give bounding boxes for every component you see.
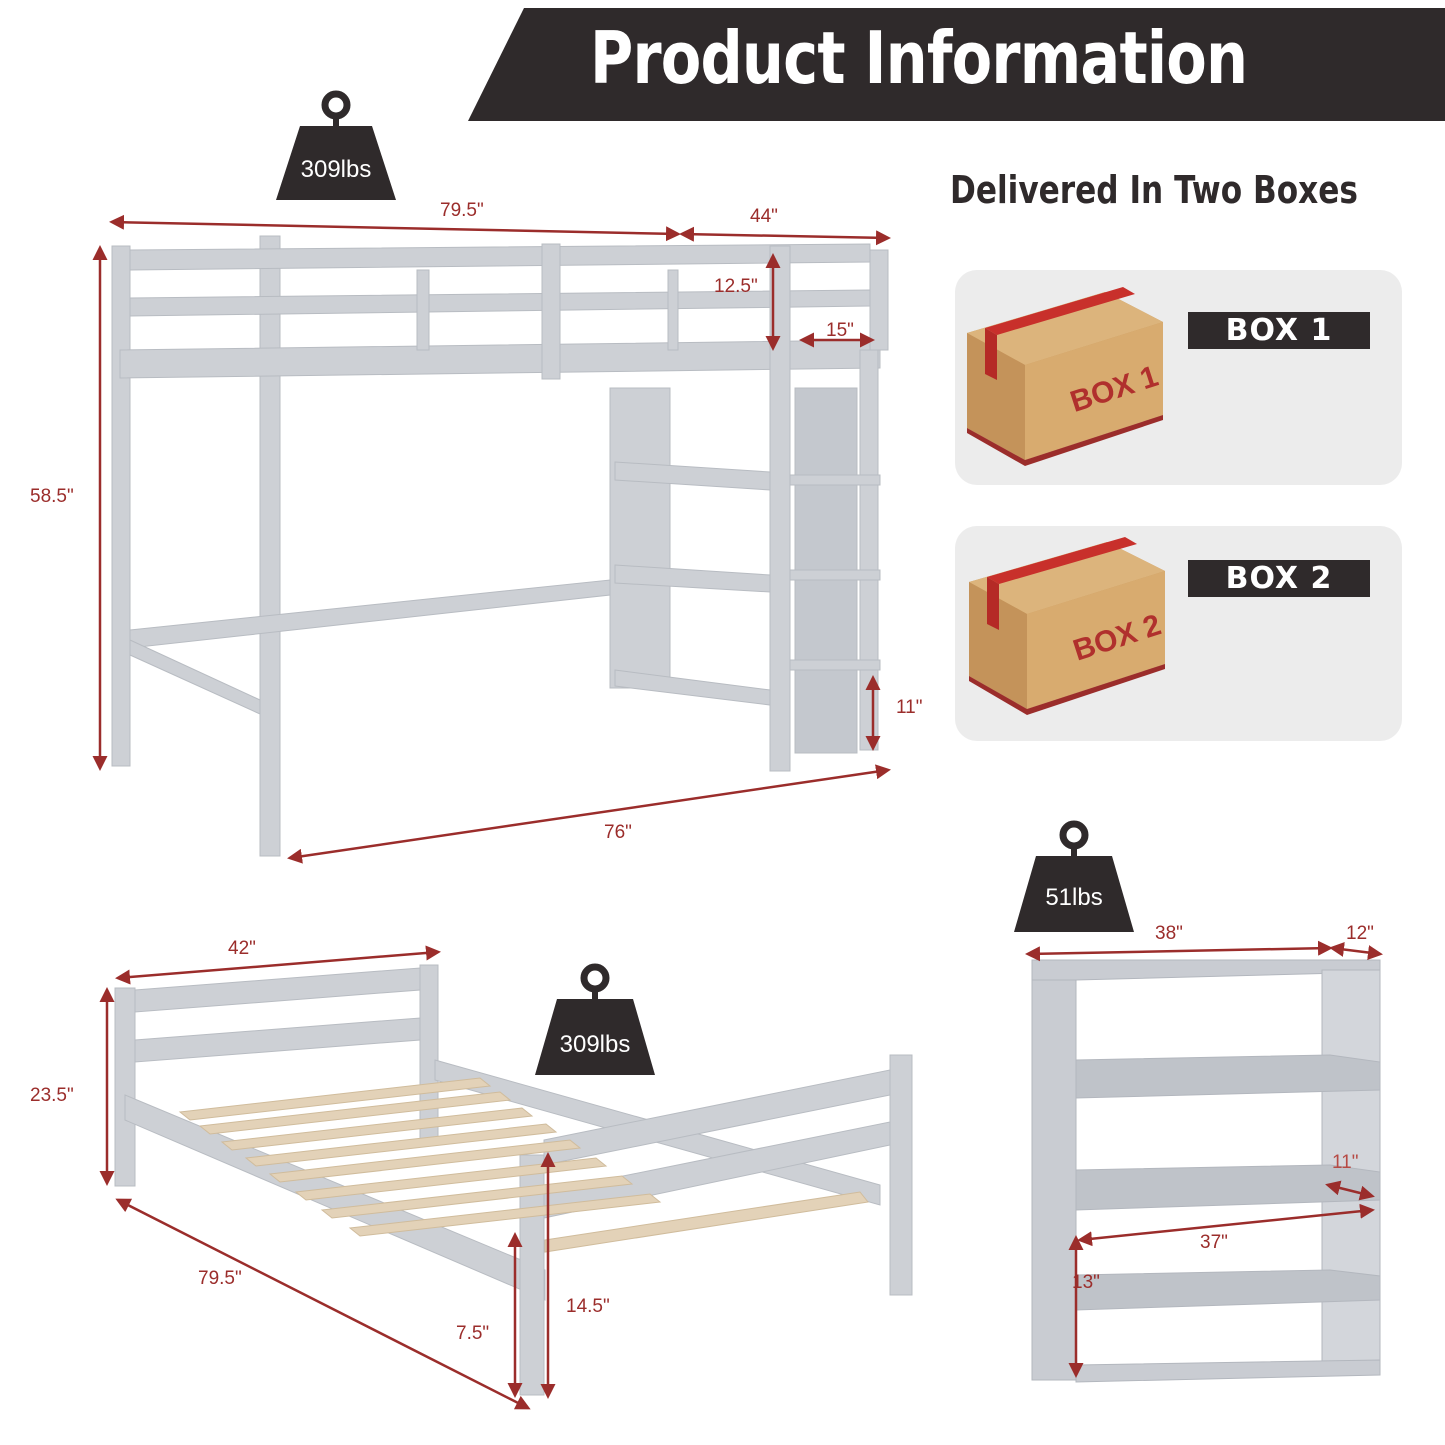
loft-bed-weight-badge: 309lbs: [276, 90, 396, 202]
box-2-card: BOX 2 BOX 2: [955, 526, 1402, 741]
delivery-subtitle: Delivered In Two Boxes: [950, 168, 1358, 212]
page-title: Product Information: [590, 16, 1248, 100]
shelf-spacing-label: 13": [1072, 1272, 1100, 1293]
twin-length-label: 79.5": [198, 1268, 242, 1289]
weight-label: 309lbs: [559, 1031, 631, 1058]
header-banner: Product Information: [468, 8, 1445, 121]
twin-width-label: 42": [228, 938, 256, 959]
floor-length-label: 76": [604, 822, 632, 843]
loft-height-label: 58.5": [30, 486, 74, 507]
rail-height-label: 14.5": [566, 1296, 610, 1317]
headboard-height-label: 23.5": [30, 1085, 74, 1106]
weight-label: 51lbs: [1045, 884, 1103, 911]
bookcase-diagram: 38" 12" 11" 37" 13": [1010, 920, 1440, 1400]
bookcase-depth-label: 12": [1346, 923, 1374, 944]
ladder-width-label: 15": [826, 320, 854, 341]
weight-icon: [1014, 820, 1134, 932]
box-1-card: BOX 1 BOX 1: [955, 270, 1402, 485]
twin-bed-illustration: [99, 945, 913, 1410]
loft-bed-illustration: [92, 214, 891, 864]
weight-icon: [276, 90, 396, 200]
guardrail-height-label: 12.5": [714, 276, 758, 297]
weight-label: 309lbs: [300, 156, 372, 183]
box-1-label: BOX 1: [1188, 312, 1370, 349]
ladder-gap-label: 11": [896, 697, 923, 718]
bookcase-weight-badge: 51lbs: [1014, 820, 1134, 932]
loft-bed-diagram: 79.5" 44" 58.5" 12.5" 15" 11" 76": [30, 200, 950, 870]
bookcase-width-label: 38": [1155, 923, 1183, 944]
weight-icon: [535, 963, 655, 1075]
loft-length-label: 79.5": [440, 200, 484, 221]
twin-bed-weight-badge: 309lbs: [535, 963, 655, 1075]
shelf-depth-label: 11": [1332, 1152, 1359, 1173]
twin-bed-diagram: 42" 23.5" 79.5" 7.5" 14.5": [0, 930, 950, 1430]
cardboard-box-icon: BOX 1: [967, 287, 1163, 466]
cardboard-box-icon: BOX 2: [969, 537, 1165, 715]
loft-width-label: 44": [750, 206, 778, 227]
box-2-label: BOX 2: [1188, 560, 1370, 597]
shelf-width-label: 37": [1200, 1232, 1228, 1253]
bookcase-illustration: [1025, 940, 1383, 1383]
clearance-label: 7.5": [456, 1323, 490, 1344]
